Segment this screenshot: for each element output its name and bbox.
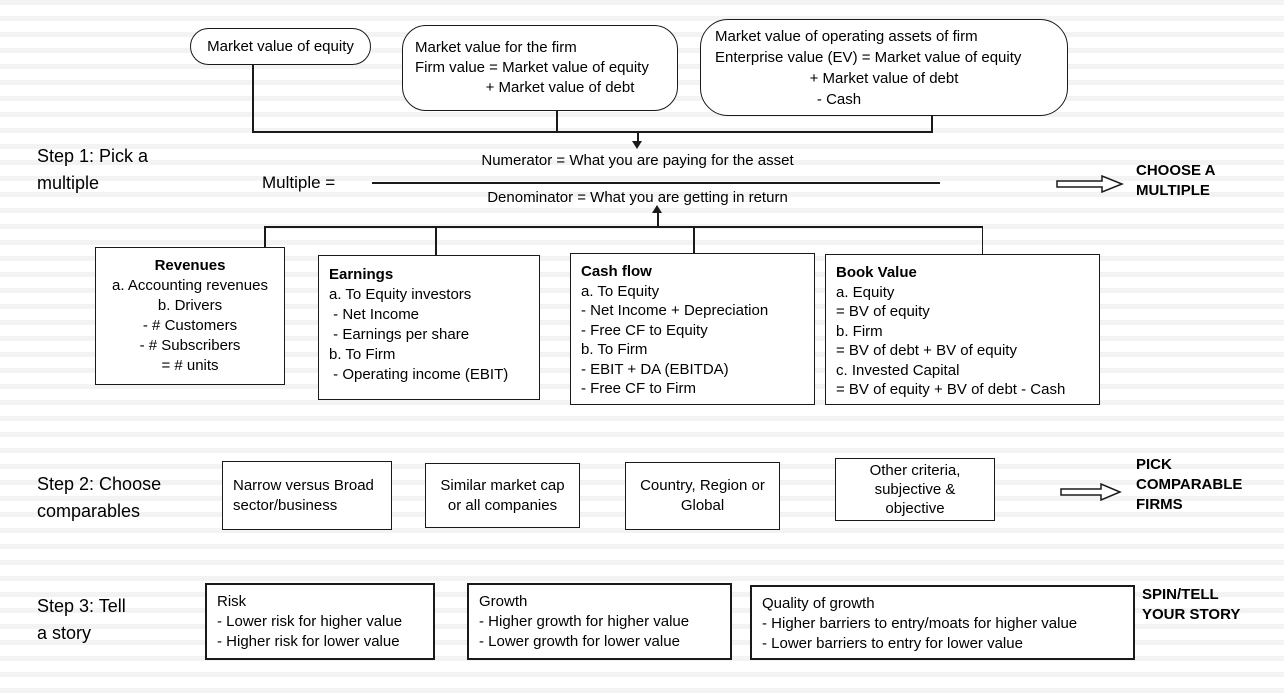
earnings-box-lines: a. To Equity investors - Net Income - Ea… (329, 286, 509, 383)
step3-label: Step 3: Tell a story (37, 596, 126, 643)
market-value-of-equity-text: Market value of equity (207, 37, 354, 55)
connector-line (556, 111, 558, 132)
sector-breadth-box: Narrow versus Broad sector/business (222, 461, 392, 530)
geography-box: Country, Region or Global (625, 462, 780, 530)
choose-a-multiple-arrow-icon (1056, 175, 1124, 193)
connector-line (657, 212, 659, 226)
ev-line1: Market value of operating assets of firm (715, 27, 978, 45)
cash-flow-box-lines: a. To Equity - Net Income + Depreciation… (581, 282, 769, 398)
connector-line (252, 65, 254, 132)
connector-line (264, 226, 983, 228)
book-value-box-lines: a. Equity = BV of equity b. Firm = BV of… (836, 283, 1066, 399)
market-value-of-equity-box: Market value of equity (190, 28, 371, 65)
quality-of-growth-box-lines: - Higher barriers to entry/moats for hig… (762, 615, 1078, 652)
book-value-box-title: Book Value (836, 264, 917, 281)
risk-box-lines: - Lower risk for higher value - Higher r… (217, 613, 403, 650)
pick-comparable-firms-arrow-icon (1060, 483, 1122, 501)
revenues-box-lines: a. Accounting revenues b. Drivers - # Cu… (112, 277, 268, 374)
denominator-text: Denominator = What you are getting in re… (487, 189, 788, 206)
step2-label: Step 2: Choose comparables (37, 474, 162, 521)
other-criteria-box: Other criteria, subjective & objective (835, 458, 995, 521)
firm-value-line1: Market value for the firm (415, 39, 577, 56)
growth-box: Growth - Higher growth for higher value … (467, 583, 732, 660)
growth-box-lines: - Higher growth for higher value - Lower… (479, 613, 690, 650)
down-arrow-icon (632, 141, 642, 149)
firm-value-box: Market value for the firm Firm value = M… (402, 25, 678, 111)
cash-flow-box-title: Cash flow (581, 263, 652, 280)
quality-of-growth-box: Quality of growth - Higher barriers to e… (750, 585, 1135, 660)
risk-box: Risk - Lower risk for higher value - Hig… (205, 583, 435, 660)
multiple-equals-label: Multiple = (262, 173, 336, 192)
ev-line4: - Cash (816, 90, 862, 108)
fraction-bar (372, 182, 940, 184)
ev-line2: Enterprise value (EV) = Market value of … (715, 48, 1022, 66)
ev-line3: + Market value of debt (809, 69, 959, 87)
connector-line (693, 226, 695, 253)
revenues-box: Revenues a. Accounting revenues b. Drive… (95, 247, 285, 385)
choose-a-multiple-label: CHOOSE A MULTIPLE (1136, 162, 1216, 199)
numerator-text: Numerator = What you are paying for the … (481, 152, 794, 169)
spin-tell-your-story-label: SPIN/TELL YOUR STORY (1142, 586, 1241, 623)
quality-of-growth-box-title: Quality of growth (762, 595, 875, 612)
connector-line (252, 131, 933, 133)
pick-comparable-firms-label: PICK COMPARABLE FIRMS (1136, 456, 1243, 513)
connector-line (931, 116, 933, 132)
up-arrow-icon (652, 205, 662, 213)
firm-value-line2: Firm value = Market value of equity (415, 59, 649, 76)
firm-value-line3: + Market value of debt (485, 79, 635, 96)
earnings-box: Earnings a. To Equity investors - Net In… (318, 255, 540, 400)
cash-flow-box: Cash flow a. To Equity - Net Income + De… (570, 253, 815, 405)
risk-box-title: Risk (217, 593, 247, 610)
connector-line (264, 226, 266, 247)
growth-box-title: Growth (479, 593, 528, 610)
book-value-box: Book Value a. Equity = BV of equity b. F… (825, 254, 1100, 405)
connector-line (637, 131, 639, 142)
step1-label: Step 1: Pick a multiple (37, 146, 149, 193)
enterprise-value-box: Market value of operating assets of firm… (700, 19, 1068, 116)
market-cap-box: Similar market cap or all companies (425, 463, 580, 528)
revenues-box-title: Revenues (154, 257, 226, 274)
connector-line (435, 226, 437, 255)
connector-line (981, 226, 983, 254)
earnings-box-title: Earnings (329, 266, 394, 283)
